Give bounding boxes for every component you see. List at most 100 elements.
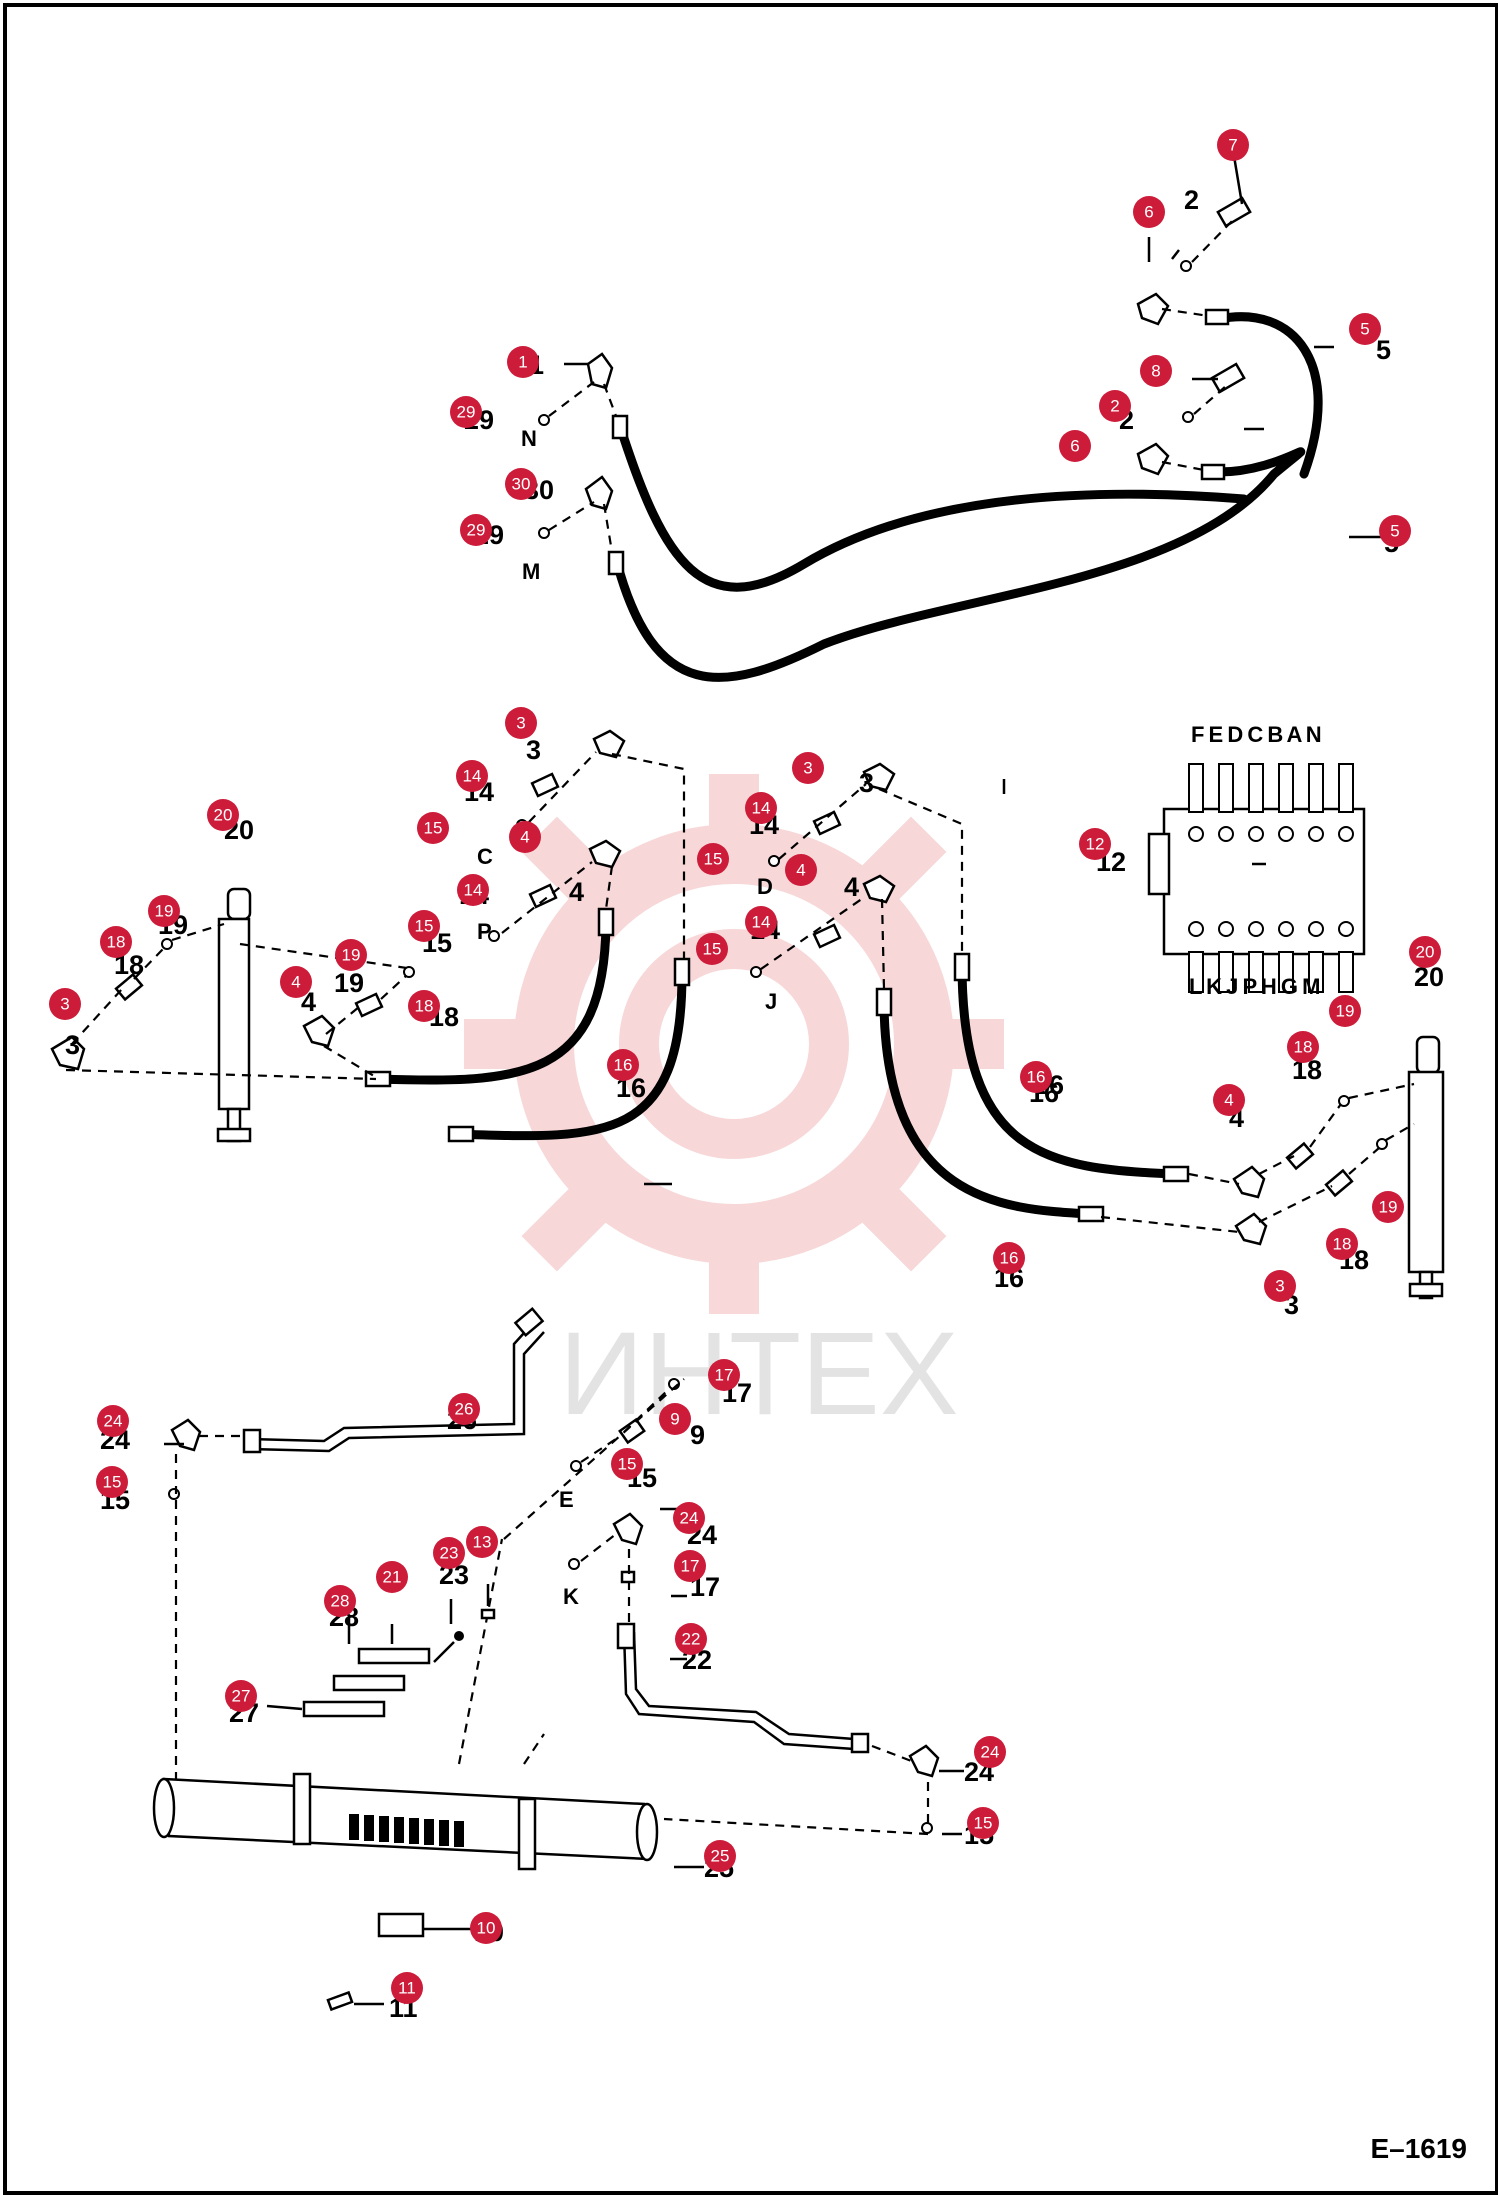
callout-marker: 29 bbox=[450, 396, 482, 428]
callout-marker: 15 bbox=[696, 933, 728, 965]
svg-text:4: 4 bbox=[796, 861, 805, 880]
callout-marker: 14 bbox=[745, 906, 777, 938]
callout-marker: 2 bbox=[1099, 390, 1131, 422]
callout-marker: 16 bbox=[1020, 1061, 1052, 1093]
svg-text:10: 10 bbox=[477, 1919, 496, 1938]
svg-text:4: 4 bbox=[520, 828, 529, 847]
svg-text:16: 16 bbox=[614, 1056, 633, 1075]
callout-marker: 15 bbox=[417, 812, 449, 844]
callout-marker: 19 bbox=[335, 939, 367, 971]
callout-marker: 16 bbox=[993, 1242, 1025, 1274]
svg-text:17: 17 bbox=[681, 1557, 700, 1576]
port-letter-j: J bbox=[765, 989, 777, 1014]
callout-marker: 3 bbox=[505, 707, 537, 739]
label-3: 3 bbox=[65, 1030, 80, 1060]
svg-text:4: 4 bbox=[291, 973, 300, 992]
svg-text:14: 14 bbox=[752, 799, 771, 818]
callout-marker: 9 bbox=[659, 1403, 691, 1435]
callout-marker: 8 bbox=[1140, 355, 1172, 387]
callout-marker: 15 bbox=[96, 1466, 128, 1498]
callout-marker: 3 bbox=[1264, 1270, 1296, 1302]
port-letter-c: C bbox=[477, 844, 493, 869]
port-letter-n: N bbox=[521, 426, 537, 451]
svg-text:11: 11 bbox=[398, 1979, 416, 1998]
callout-marker: 4 bbox=[280, 966, 312, 998]
callout-marker: 25 bbox=[704, 1840, 736, 1872]
port-letter-k: K bbox=[563, 1584, 579, 1609]
callout-marker: 19 bbox=[148, 895, 180, 927]
callout-marker: 26 bbox=[448, 1393, 480, 1425]
callout-marker: 15 bbox=[697, 843, 729, 875]
bottom-group bbox=[152, 1182, 964, 2012]
svg-text:15: 15 bbox=[703, 940, 722, 959]
svg-text:3: 3 bbox=[1275, 1277, 1284, 1296]
svg-text:21: 21 bbox=[383, 1568, 402, 1587]
callout-marker: 14 bbox=[745, 792, 777, 824]
label-2: 2 bbox=[1184, 185, 1199, 215]
svg-text:24: 24 bbox=[981, 1743, 1000, 1762]
svg-text:12: 12 bbox=[1086, 835, 1105, 854]
svg-text:16: 16 bbox=[1027, 1068, 1046, 1087]
svg-text:20: 20 bbox=[214, 806, 233, 825]
svg-text:20: 20 bbox=[1416, 943, 1435, 962]
callout-marker: 19 bbox=[1329, 995, 1361, 1027]
callout-marker: 18 bbox=[1287, 1031, 1319, 1063]
callout-marker: 7 bbox=[1217, 129, 1249, 161]
label-3: 3 bbox=[526, 735, 541, 765]
svg-text:8: 8 bbox=[1151, 362, 1160, 381]
svg-text:14: 14 bbox=[752, 913, 771, 932]
callout-marker: 18 bbox=[1326, 1228, 1358, 1260]
svg-text:3: 3 bbox=[803, 759, 812, 778]
callout-marker: 15 bbox=[408, 910, 440, 942]
svg-text:5: 5 bbox=[1390, 522, 1399, 541]
callout-marker: 24 bbox=[673, 1502, 705, 1534]
document-code: E–1619 bbox=[1370, 2133, 1467, 2164]
svg-text:19: 19 bbox=[342, 946, 361, 965]
callout-marker: 15 bbox=[611, 1448, 643, 1480]
svg-text:14: 14 bbox=[464, 881, 483, 900]
top-hose-group bbox=[538, 196, 1382, 682]
callout-marker: 16 bbox=[607, 1049, 639, 1081]
callout-marker: 22 bbox=[675, 1623, 707, 1655]
callout-marker: 17 bbox=[708, 1359, 740, 1391]
control-valve bbox=[1147, 763, 1366, 993]
callout-marker: 5 bbox=[1349, 313, 1381, 345]
label-3: 3 bbox=[859, 768, 874, 798]
svg-text:25: 25 bbox=[711, 1847, 730, 1866]
callout-marker: 23 bbox=[433, 1537, 465, 1569]
callout-marker: 4 bbox=[509, 821, 541, 853]
svg-text:28: 28 bbox=[331, 1592, 350, 1611]
svg-text:16: 16 bbox=[1000, 1249, 1019, 1268]
svg-text:22: 22 bbox=[682, 1630, 701, 1649]
svg-text:19: 19 bbox=[1336, 1002, 1355, 1021]
label-4: 4 bbox=[844, 872, 859, 902]
watermark-logo bbox=[464, 774, 1004, 1314]
callout-marker: 10 bbox=[470, 1912, 502, 1944]
callout-marker: 4 bbox=[785, 854, 817, 886]
callout-marker: 1 bbox=[507, 346, 539, 378]
callout-marker: 28 bbox=[324, 1585, 356, 1617]
callout-marker: 11 bbox=[391, 1972, 423, 2004]
svg-text:2: 2 bbox=[1110, 397, 1119, 416]
svg-text:1: 1 bbox=[518, 353, 527, 372]
watermark-text: ИНТЕХ bbox=[559, 1308, 959, 1440]
svg-text:18: 18 bbox=[415, 997, 434, 1016]
cylinder-bar bbox=[152, 1772, 659, 1871]
svg-text:18: 18 bbox=[1333, 1235, 1352, 1254]
svg-text:9: 9 bbox=[670, 1410, 679, 1429]
callout-marker: 29 bbox=[460, 514, 492, 546]
svg-text:17: 17 bbox=[715, 1366, 734, 1385]
drawing-frame: ИНТЕХ bbox=[3, 3, 1498, 2195]
right-cylinder bbox=[1407, 1035, 1445, 1300]
callout-marker: 14 bbox=[457, 874, 489, 906]
callout-marker: 30 bbox=[505, 468, 537, 500]
callout-marker: 20 bbox=[1409, 936, 1441, 968]
callout-marker: 21 bbox=[376, 1561, 408, 1593]
svg-text:27: 27 bbox=[232, 1687, 251, 1706]
svg-text:13: 13 bbox=[473, 1533, 492, 1552]
svg-text:15: 15 bbox=[704, 850, 723, 869]
svg-text:30: 30 bbox=[512, 475, 531, 494]
svg-text:5: 5 bbox=[1360, 320, 1369, 339]
port-letters: N M C P D J E K bbox=[477, 426, 777, 1609]
port-letter-d: D bbox=[757, 874, 773, 899]
